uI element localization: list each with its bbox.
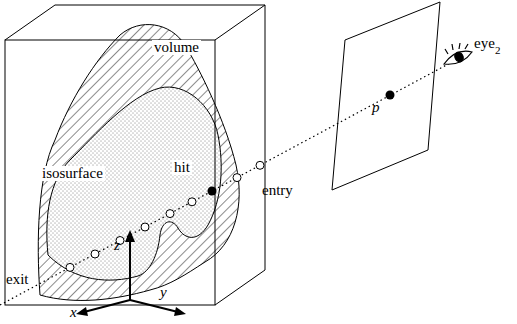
cube [5, 5, 265, 305]
axis-label: z [114, 238, 120, 253]
eye-label: eye [474, 36, 495, 51]
point-label: exit [6, 272, 29, 287]
region-label: volume [152, 40, 201, 55]
isosurface-region [47, 87, 221, 280]
eye-icon [444, 43, 472, 64]
axes [84, 238, 178, 312]
axis-label: y [160, 285, 167, 300]
pixel-point [386, 91, 395, 100]
hit-point [208, 187, 217, 196]
pixel-label: p [372, 100, 380, 115]
axis-label: x [70, 305, 77, 320]
point-label: hit [172, 160, 192, 175]
image-plane [332, 2, 440, 190]
region-label: isosurface [40, 166, 105, 181]
point-label: entry [262, 183, 293, 198]
eye-subscript: 2 [495, 45, 501, 56]
volume-region [38, 25, 239, 301]
ray [0, 62, 452, 305]
cube-front [5, 40, 215, 305]
